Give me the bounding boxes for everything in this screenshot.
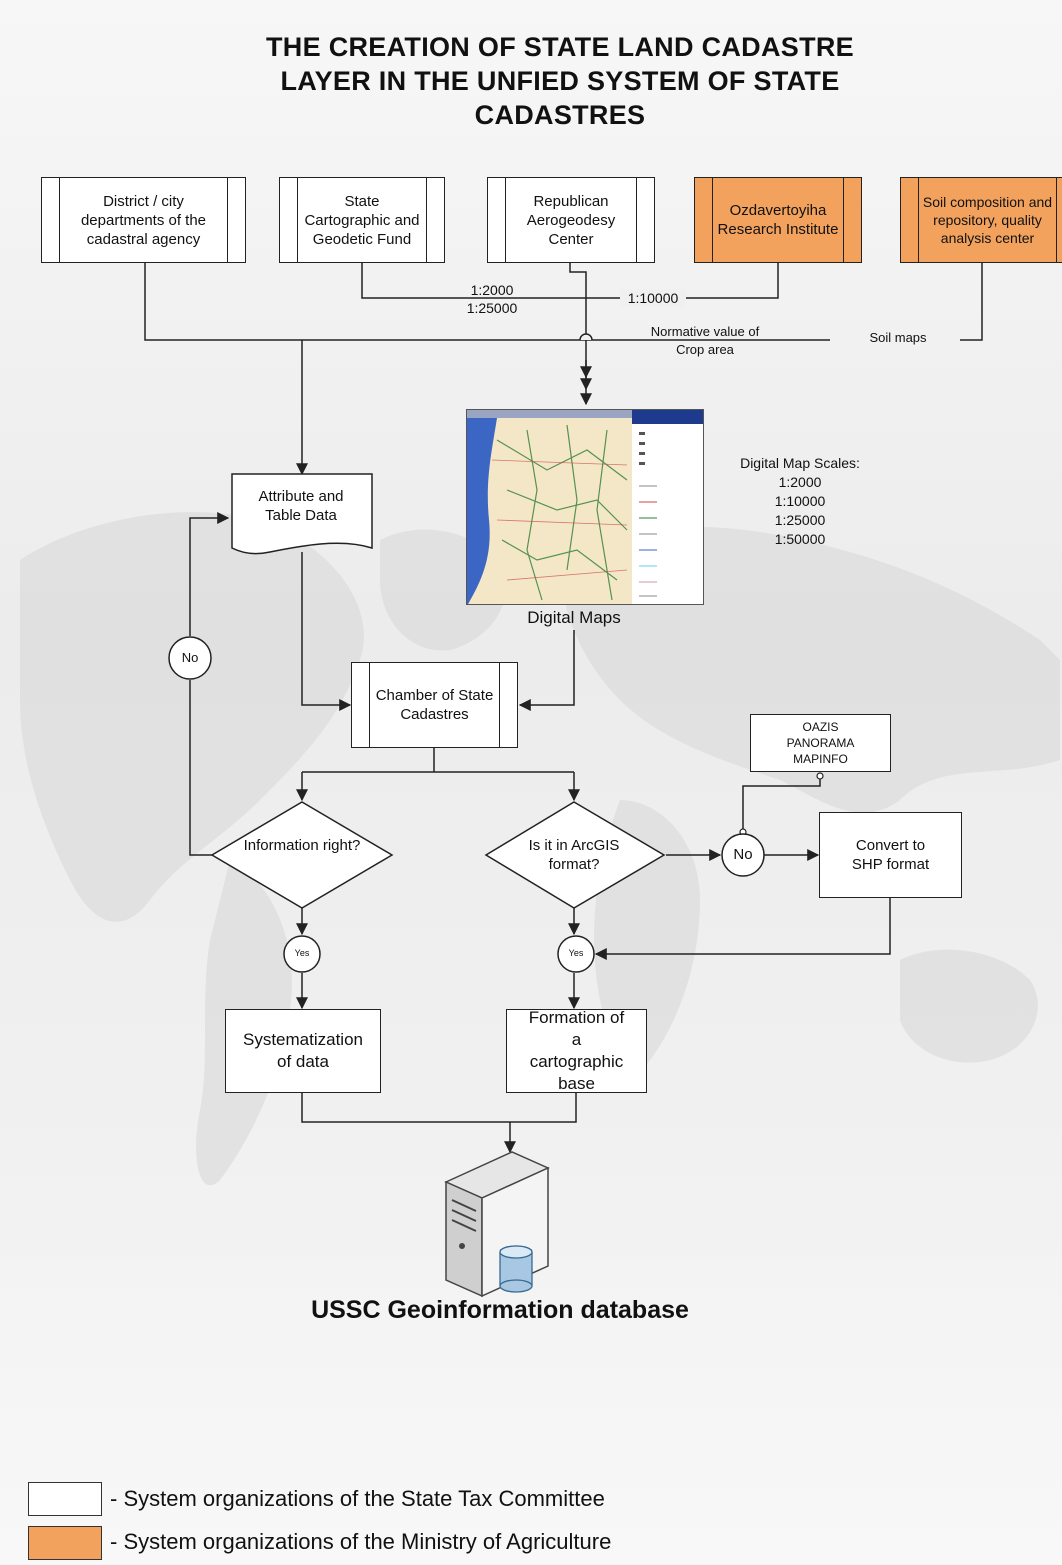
legend-swatch-tax-committee <box>28 1482 102 1516</box>
yes-connector-left: Yes <box>294 948 310 958</box>
formation-cartographic-base-box: Formation of a cartographic base <box>506 1008 647 1093</box>
digital-map-graphic <box>467 410 703 604</box>
arcgis-format-decision: Is it in ArcGIS format? <box>528 837 620 873</box>
digital-map-image <box>466 409 704 605</box>
district-departments-box: District / city departments of the cadas… <box>41 177 246 263</box>
systematization-box: Systematization of data <box>225 1009 381 1093</box>
chamber-of-state-cadastres-box: Chamber of State Cadastres <box>351 662 518 748</box>
legend-swatch-agriculture <box>28 1526 102 1560</box>
scale-label-25000: 1:25000 <box>466 300 518 316</box>
cartographic-fund-box: State Cartographic and Geodetic Fund <box>279 177 445 263</box>
normative-crop-area-label: Normative value of Crop area <box>650 324 760 357</box>
no-connector-left: No <box>181 650 199 665</box>
convert-to-shp-box: Convert to SHP format <box>819 812 962 898</box>
digital-maps-label: Digital Maps <box>527 608 621 627</box>
legend-label-agriculture: - System organizations of the Ministry o… <box>110 1529 612 1554</box>
information-right-decision: Information right? <box>243 837 361 854</box>
gis-software-box: OAZIS PANORAMA MAPINFO <box>750 714 891 772</box>
aerogeodesy-center-box: Republican Aerogeodesy Center <box>487 177 655 263</box>
soil-analysis-center-box: Soil composition and repository, quality… <box>900 177 1062 263</box>
diagram-title: THE CREATION OF STATE LAND CADASTRE LAYE… <box>266 32 854 130</box>
database-label: USSC Geoinformation database <box>311 1296 689 1324</box>
legend-label-tax-committee: - System organizations of the State Tax … <box>110 1486 605 1511</box>
soil-maps-label: Soil maps <box>869 330 927 345</box>
attribute-table-data-node: Attribute and Table Data <box>258 488 344 524</box>
map-scales-block: Digital Map Scales: 1:2000 1:10000 1:250… <box>740 455 860 547</box>
scale-label-10000: 1:10000 <box>620 289 686 307</box>
ozdavertoyiha-institute-box: Ozdavertoyiha Research Institute <box>694 177 862 263</box>
scale-label-2000: 1:2000 <box>470 282 514 298</box>
no-connector-right: No <box>733 846 753 863</box>
yes-connector-right: Yes <box>568 948 584 958</box>
